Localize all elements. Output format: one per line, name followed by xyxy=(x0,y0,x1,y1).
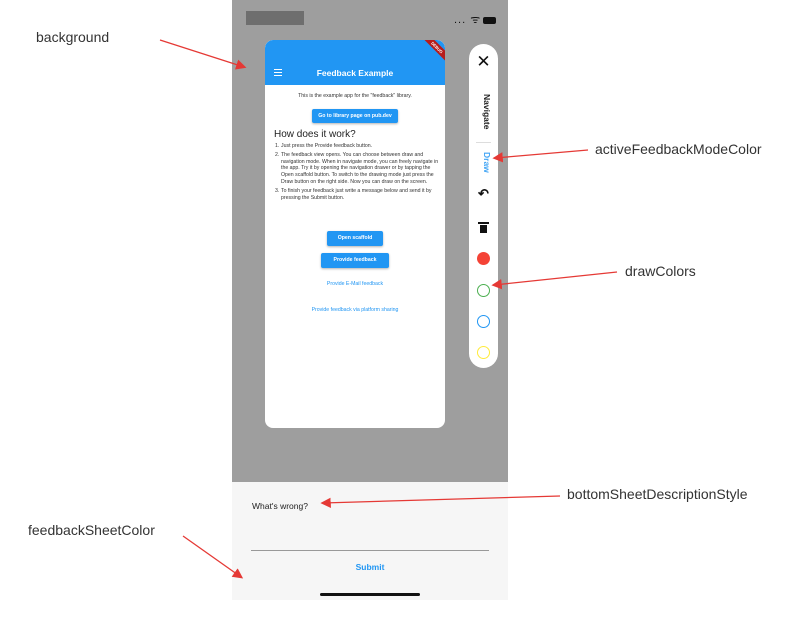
steps-list: 1. Just press the Provide feedback butto… xyxy=(275,143,439,203)
email-feedback-link[interactable]: Provide E-Mail feedback xyxy=(326,281,384,287)
color-green-swatch[interactable] xyxy=(477,284,490,297)
toolbar-divider xyxy=(476,142,491,143)
close-icon[interactable]: ✕ xyxy=(476,52,491,71)
annotation-draw-colors: drawColors xyxy=(625,263,696,279)
trash-icon[interactable] xyxy=(478,222,489,233)
step-number: 3. xyxy=(275,187,280,194)
arrow-active-mode xyxy=(492,149,589,163)
feedback-toolbar: ✕ Navigate Draw ↶ xyxy=(469,44,498,368)
share-feedback-link[interactable]: Provide feedback via platform sharing xyxy=(311,307,399,313)
arrow-draw-colors xyxy=(491,271,618,290)
how-it-works-heading: How does it work? xyxy=(274,129,356,140)
open-scaffold-button[interactable]: Open scaffold xyxy=(327,231,383,246)
debug-ribbon: DEBUG xyxy=(421,40,445,63)
feedback-bottom-sheet: What's wrong? Submit xyxy=(232,482,508,600)
color-yellow-swatch[interactable] xyxy=(477,346,490,359)
step-item: 1. Just press the Provide feedback butto… xyxy=(275,143,439,150)
status-bar-icons: ... ᯤ xyxy=(454,12,497,27)
app-bar: Feedback Example DEBUG xyxy=(265,40,445,85)
battery-icon xyxy=(483,16,497,24)
step-item: 2. The feedback view opens. You can choo… xyxy=(275,152,439,186)
feedback-text-field[interactable] xyxy=(251,550,489,551)
provide-feedback-button[interactable]: Provide feedback xyxy=(321,253,389,268)
annotation-description-style: bottomSheetDescriptionStyle xyxy=(567,486,748,502)
annotation-background: background xyxy=(36,29,110,45)
navigate-mode-button[interactable]: Navigate xyxy=(482,94,492,130)
step-number: 2. xyxy=(275,151,280,158)
app-title: Feedback Example xyxy=(316,68,394,78)
library-page-button[interactable]: Go to library page on pub.dev xyxy=(312,109,398,123)
draw-mode-button[interactable]: Draw xyxy=(482,151,492,173)
step-item: 3. To finish your feedback just write a … xyxy=(275,188,439,202)
signal-wifi-icon: ... ᯤ xyxy=(454,14,482,26)
step-text: To finish your feedback just write a mes… xyxy=(281,187,432,201)
color-red-swatch[interactable] xyxy=(477,252,490,265)
step-text: Just press the Provide feedback button. xyxy=(281,143,373,149)
annotation-sheet-color: feedbackSheetColor xyxy=(28,522,155,538)
home-indicator xyxy=(320,593,420,596)
app-screenshot-card[interactable]: Feedback Example DEBUG This is the examp… xyxy=(265,40,445,428)
annotation-active-mode-color: activeFeedbackModeColor xyxy=(595,141,762,157)
step-number: 1. xyxy=(275,143,280,149)
intro-text: This is the example app for the "feedbac… xyxy=(298,93,412,99)
color-blue-swatch[interactable] xyxy=(477,315,490,328)
step-text: The feedback view opens. You can choose … xyxy=(281,151,439,185)
status-bar-time-placeholder xyxy=(246,11,304,25)
menu-icon[interactable] xyxy=(274,69,282,78)
submit-button[interactable]: Submit xyxy=(355,562,385,572)
undo-icon[interactable]: ↶ xyxy=(478,186,489,201)
sheet-description: What's wrong? xyxy=(252,501,308,511)
